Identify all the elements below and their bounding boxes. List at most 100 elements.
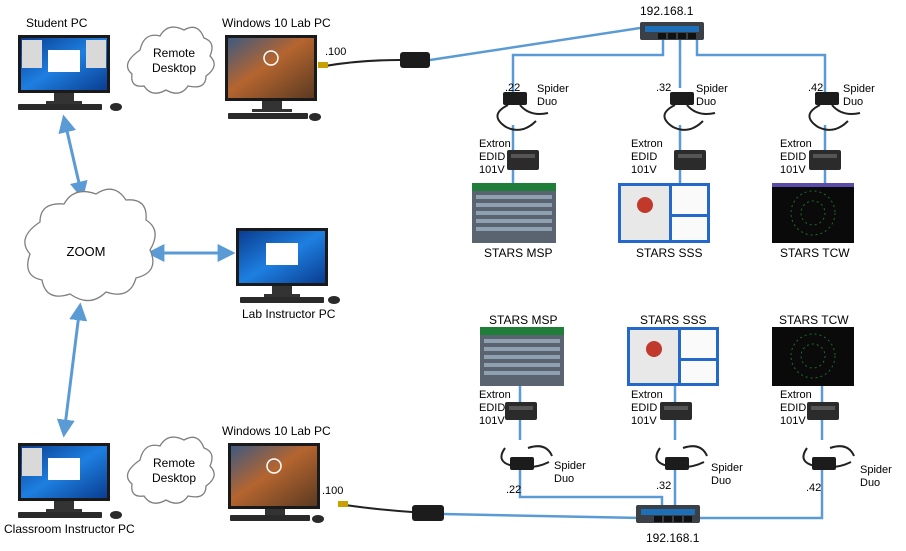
extron-line1: Extron — [780, 389, 812, 401]
extron-line1: Extron — [631, 138, 663, 150]
extron-line2: EDID — [479, 151, 506, 163]
network-switch-top-icon — [640, 22, 704, 40]
classroom-instructor-pc-label: Classroom Instructor PC — [4, 522, 135, 536]
windows-lab-pc-top-label: Windows 10 Lab PC — [222, 16, 331, 30]
spider-line2: Duo — [696, 96, 717, 108]
spider-line2: Duo — [711, 475, 732, 487]
stars-sss-top-screen — [618, 183, 710, 243]
spider-line1: Spider — [537, 83, 569, 95]
extron-line1: Extron — [479, 138, 511, 150]
extron-line2: EDID — [780, 402, 807, 414]
windows-lab-pc-top-icon — [225, 35, 321, 121]
pc-bottom-ip: .100 — [322, 485, 344, 497]
extron-line3: 101V — [631, 164, 657, 176]
extron-line1: Extron — [780, 138, 812, 150]
network-switch-bottom-icon — [636, 505, 700, 523]
lab-instructor-pc-label: Lab Instructor PC — [242, 307, 336, 321]
spider-duo-bottom-3-icon — [802, 445, 855, 470]
bottom-1-screen-label: STARS MSP — [489, 313, 558, 327]
extron-edid-top-3-icon — [809, 150, 841, 170]
student-pc-icon — [18, 35, 122, 111]
remote-desktop-top-label: Remote Desktop — [142, 46, 206, 76]
spider-line1: Spider — [860, 464, 892, 476]
remote-desktop-top-line1: Remote — [152, 46, 196, 60]
top-2-ip: .32 — [656, 82, 672, 94]
stars-sss-bottom-screen — [627, 327, 719, 386]
stars-msp-bottom-screen — [480, 327, 564, 386]
extron-line2: EDID — [479, 402, 506, 414]
usb-ethernet-adapter-bottom-icon — [338, 501, 444, 521]
zoom-label: ZOOM — [66, 244, 106, 259]
extron-edid-bottom-3-icon — [807, 402, 839, 420]
spider-line1: Spider — [696, 83, 728, 95]
spider-line2: Duo — [860, 477, 881, 489]
extron-line3: 101V — [780, 164, 806, 176]
spider-duo-top-2-icon — [663, 92, 716, 131]
switch-top-ip: 192.168.1 — [640, 4, 694, 18]
network-links — [429, 26, 827, 520]
arrow-zoom-classroom — [56, 302, 88, 438]
top-3-screen-label: STARS TCW — [780, 246, 850, 260]
bottom-1-ip: .22 — [506, 484, 522, 496]
spider-duo-bottom-2-icon — [655, 445, 708, 470]
extron-edid-top-2-icon — [674, 150, 706, 170]
remote-desktop-bottom-label: Remote Desktop — [142, 456, 206, 486]
bottom-3-screen-label: STARS TCW — [779, 313, 849, 327]
stars-tcw-top-screen — [772, 183, 854, 243]
top-2-screen-label: STARS SSS — [636, 246, 703, 260]
stars-msp-top-screen — [472, 183, 556, 243]
spider-duo-bottom-1-icon — [500, 445, 553, 470]
extron-line3: 101V — [479, 164, 505, 176]
extron-edid-bottom-1-icon — [505, 402, 537, 420]
windows-lab-pc-bottom-icon — [228, 443, 324, 523]
stars-tcw-bottom-screen — [772, 327, 854, 386]
student-pc-label: Student PC — [26, 16, 88, 30]
bottom-2-ip: .32 — [656, 480, 672, 492]
top-1-screen-label: STARS MSP — [484, 246, 553, 260]
spider-line2: Duo — [843, 96, 864, 108]
extron-line3: 101V — [479, 415, 505, 427]
extron-edid-bottom-2-icon — [660, 402, 692, 420]
extron-edid-top-1-icon — [507, 150, 539, 170]
spider-line1: Spider — [554, 460, 586, 472]
spider-line2: Duo — [554, 473, 575, 485]
extron-line3: 101V — [631, 415, 657, 427]
spider-duo-top-3-icon — [808, 92, 861, 131]
spider-duo-top-1-icon — [496, 92, 549, 131]
spider-line1: Spider — [711, 462, 743, 474]
spider-line1: Spider — [843, 83, 875, 95]
cloud-remote-desktop-bottom — [126, 436, 215, 504]
switch-bottom-ip: 192.168.1 — [646, 531, 700, 545]
extron-line3: 101V — [780, 415, 806, 427]
remote-desktop-bottom-line2: Desktop — [151, 471, 197, 485]
extron-line2: EDID — [631, 402, 658, 414]
usb-ethernet-adapter-top-icon — [318, 52, 430, 68]
classroom-instructor-pc-icon — [18, 443, 122, 519]
extron-line1: Extron — [479, 389, 511, 401]
spider-line2: Duo — [537, 96, 558, 108]
cloud-remote-desktop-top — [126, 26, 215, 94]
extron-line2: EDID — [780, 151, 807, 163]
remote-desktop-bottom-line1: Remote — [152, 456, 196, 470]
windows-lab-pc-bottom-label: Windows 10 Lab PC — [222, 424, 331, 438]
extron-line2: EDID — [631, 151, 658, 163]
pc-top-ip: .100 — [325, 46, 347, 58]
top-1-ip: .22 — [505, 82, 521, 94]
cloud-zoom — [24, 188, 156, 302]
lab-instructor-pc-icon — [236, 228, 340, 304]
extron-line1: Extron — [631, 389, 663, 401]
bottom-2-screen-label: STARS SSS — [640, 313, 707, 327]
